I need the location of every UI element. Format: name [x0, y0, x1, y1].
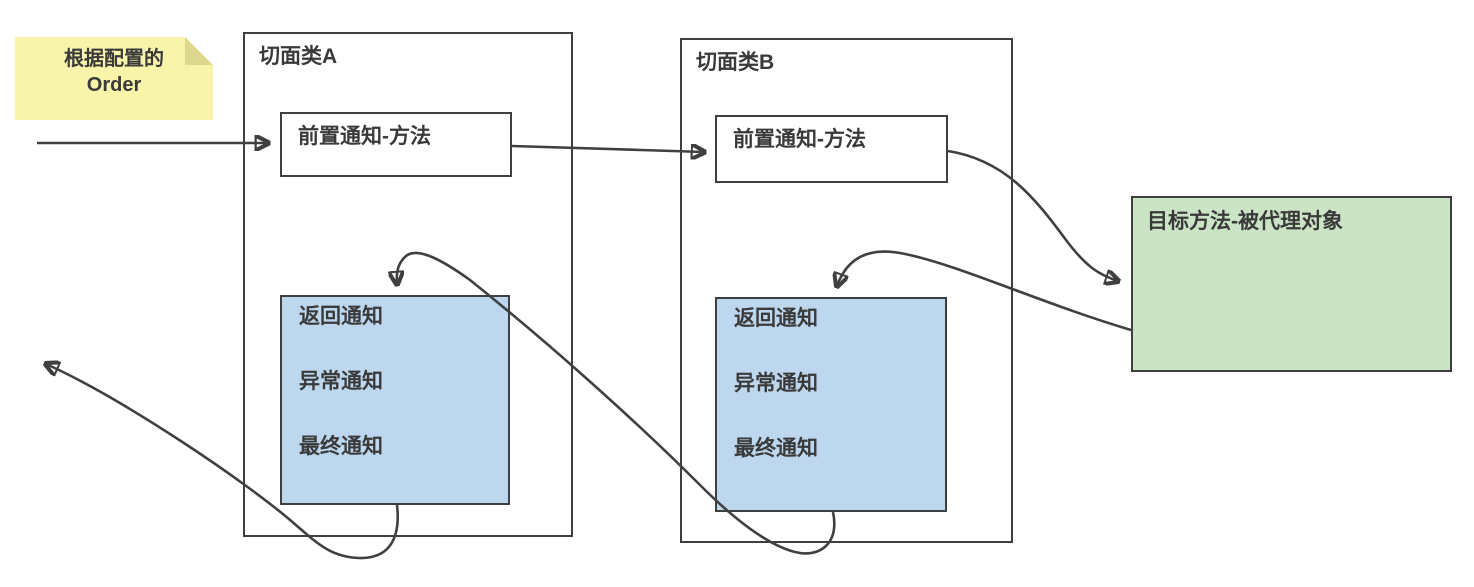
aspect-a-returning-advice-label: 返回通知: [299, 305, 383, 328]
aspect-a-title: 切面类A: [259, 45, 338, 68]
aspect-b-before-advice-node: 前置通知-方法: [715, 115, 948, 183]
aspect-b-title: 切面类B: [696, 51, 775, 74]
note-fold-corner-icon: [185, 37, 213, 65]
aspect-b-after-advices-node: 返回通知 异常通知 最终通知: [715, 297, 947, 512]
target-method-label: 目标方法-被代理对象: [1147, 210, 1343, 233]
order-note-line1: 根据配置的: [64, 48, 164, 70]
aspect-a-before-advice-label: 前置通知-方法: [298, 125, 431, 148]
aspect-b-throwing-advice-label: 异常通知: [734, 372, 818, 395]
aspect-b-returning-advice-label: 返回通知: [734, 307, 818, 330]
order-note: 根据配置的 Order: [15, 37, 213, 120]
order-note-line2: Order: [86, 74, 142, 97]
aspect-b-after-advice-label: 最终通知: [734, 437, 818, 460]
aspect-a-throwing-advice-label: 异常通知: [299, 370, 383, 393]
target-method-node: 目标方法-被代理对象: [1131, 196, 1452, 372]
aspect-b-before-advice-label: 前置通知-方法: [733, 128, 866, 151]
aspect-a-after-advice-label: 最终通知: [299, 435, 383, 458]
aspect-a-before-advice-node: 前置通知-方法: [280, 112, 512, 177]
aspect-a-after-advices-node: 返回通知 异常通知 最终通知: [280, 295, 510, 505]
